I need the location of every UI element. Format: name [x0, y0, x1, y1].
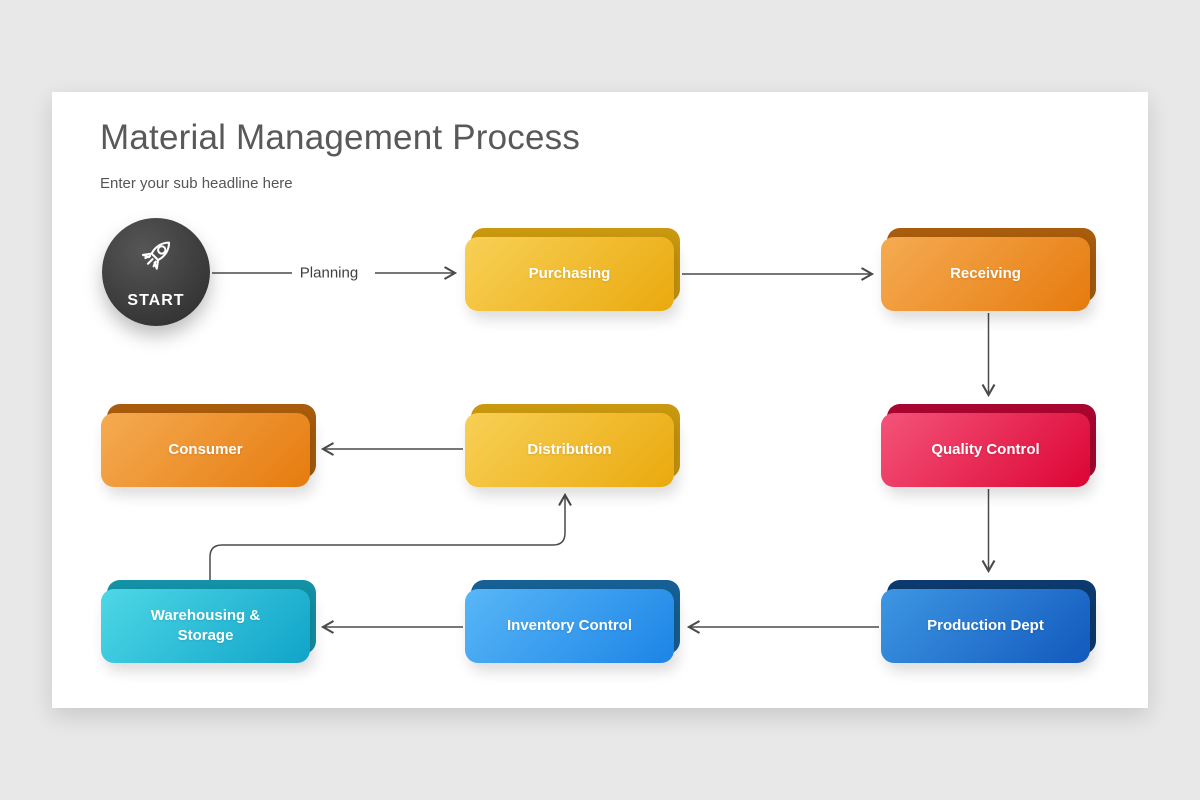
slide-title: Material Management Process [100, 118, 581, 157]
node-label: Receiving [881, 237, 1090, 311]
node-purchasing[interactable]: Purchasing [465, 228, 680, 311]
node-label: Distribution [465, 413, 674, 487]
node-distribution[interactable]: Distribution [465, 404, 680, 487]
node-label: Quality Control [881, 413, 1090, 487]
connector-label-planning: Planning [299, 264, 359, 282]
node-production-dept[interactable]: Production Dept [881, 580, 1096, 663]
connector-warehousing-distribution [209, 495, 565, 580]
slide-subtitle: Enter your sub headline here [100, 175, 293, 192]
node-inventory-control[interactable]: Inventory Control [465, 580, 680, 663]
node-label: Warehousing & Storage [101, 589, 310, 663]
node-warehousing-storage[interactable]: Warehousing & Storage [101, 580, 316, 663]
node-label: Consumer [101, 413, 310, 487]
node-label: Inventory Control [465, 589, 674, 663]
slide-canvas: Material Management Process Enter your s… [52, 92, 1148, 708]
start-label: START [127, 292, 185, 309]
node-consumer[interactable]: Consumer [101, 404, 316, 487]
node-label: Purchasing [465, 237, 674, 311]
start-node[interactable]: START [102, 218, 210, 326]
node-label: Production Dept [881, 589, 1090, 663]
node-receiving[interactable]: Receiving [881, 228, 1096, 311]
node-quality-control[interactable]: Quality Control [881, 404, 1096, 487]
rocket-icon [130, 234, 182, 291]
